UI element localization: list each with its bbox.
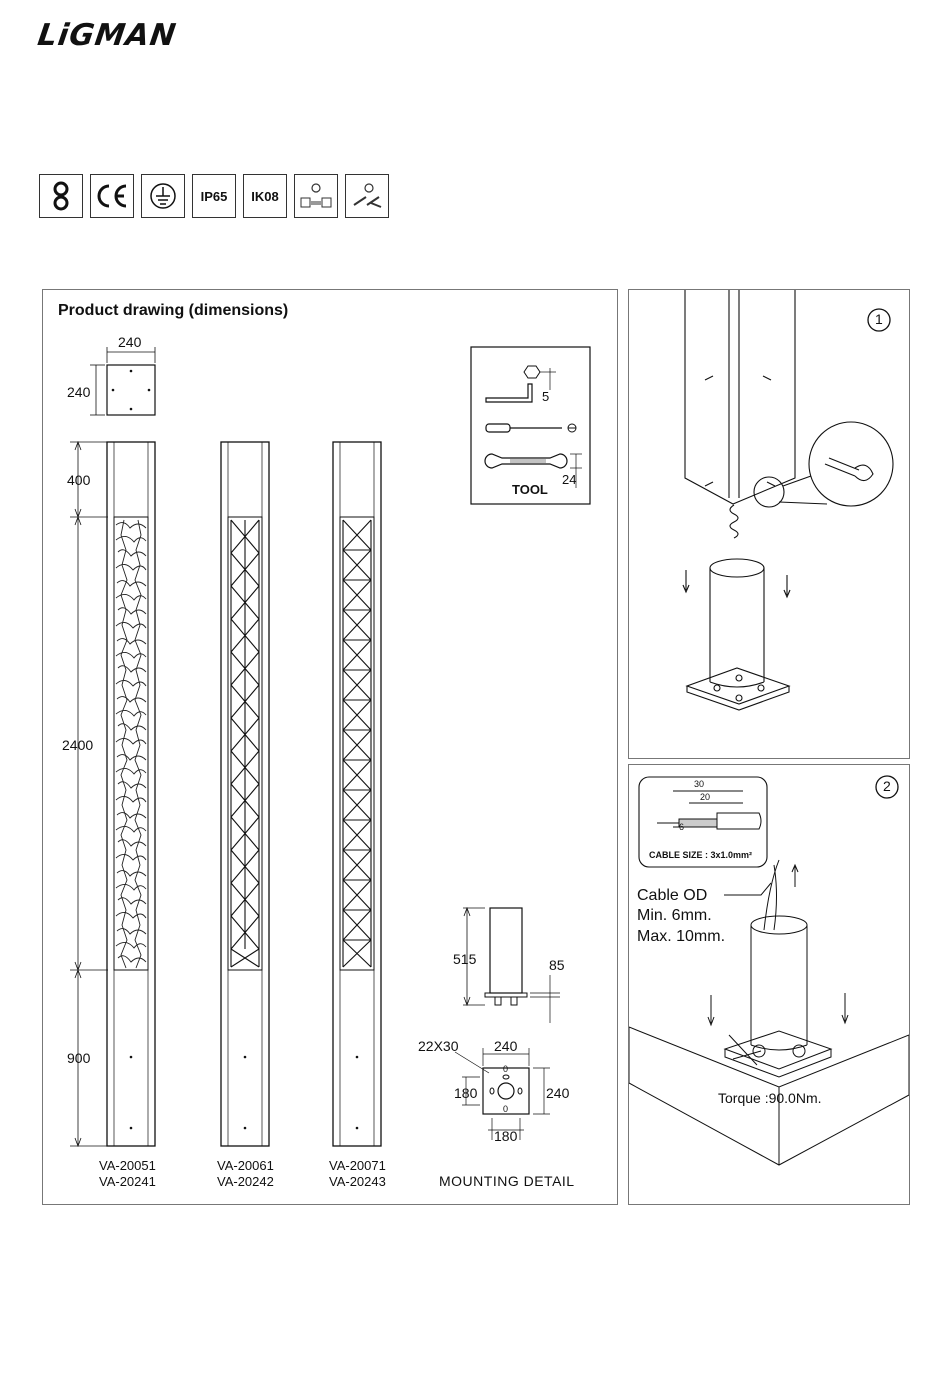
model-2-code-b: VA-20242 bbox=[217, 1174, 274, 1189]
step-1-number: 1 bbox=[875, 311, 883, 327]
brand-logo: LiGMAN bbox=[36, 18, 179, 53]
mounting-detail-title: MOUNTING DETAIL bbox=[439, 1173, 575, 1189]
earth-ground-icon bbox=[141, 174, 185, 218]
model-1-code-a: VA-20051 bbox=[99, 1158, 156, 1173]
tools-install-icon bbox=[345, 174, 389, 218]
step-2-illustration bbox=[629, 765, 909, 1204]
height-middle: 2400 bbox=[62, 737, 93, 753]
top-view-diagram bbox=[60, 335, 170, 425]
bollard-model-1 bbox=[104, 440, 160, 1150]
mounting-hole-top: 0 bbox=[503, 1064, 508, 1074]
height-dimension-line bbox=[68, 440, 108, 1150]
mounting-inner-width: 180 bbox=[494, 1128, 517, 1144]
height-top: 400 bbox=[67, 472, 90, 488]
cable-od-max: Max. 10mm. bbox=[637, 928, 725, 946]
model-1-code-b: VA-20241 bbox=[99, 1174, 156, 1189]
bollard-model-2 bbox=[218, 440, 274, 1150]
tool-label: TOOL bbox=[512, 482, 548, 497]
ce-mark-icon bbox=[90, 174, 134, 218]
strip-length-mid: 20 bbox=[700, 792, 710, 802]
top-view-depth: 240 bbox=[67, 384, 90, 400]
electrician-install-icon bbox=[294, 174, 338, 218]
bollard-model-3 bbox=[330, 440, 386, 1150]
strip-length-inner: 6 bbox=[679, 822, 684, 832]
mounting-hole-bottom: 0 bbox=[503, 1104, 508, 1114]
model-3-code-b: VA-20243 bbox=[329, 1174, 386, 1189]
mounting-inner-height: 180 bbox=[454, 1085, 477, 1101]
model-3-code-a: VA-20071 bbox=[329, 1158, 386, 1173]
hex-key-size: 5 bbox=[542, 389, 549, 404]
strip-length-total: 30 bbox=[694, 779, 704, 789]
base-height: 515 bbox=[453, 951, 476, 967]
top-view-width: 240 bbox=[118, 334, 141, 350]
mounting-outer-width: 240 bbox=[494, 1038, 517, 1054]
cable-od-label: Cable OD bbox=[637, 887, 707, 905]
drawing-title: Product drawing (dimensions) bbox=[58, 302, 288, 320]
base-plate-thickness: 85 bbox=[549, 957, 565, 973]
ik-rating-badge: IK08 bbox=[243, 174, 287, 218]
certification-badges: IP65 IK08 bbox=[39, 174, 389, 218]
model-2-code-a: VA-20061 bbox=[217, 1158, 274, 1173]
class-2-icon bbox=[39, 174, 83, 218]
wrench-size: 24 bbox=[562, 472, 576, 487]
cable-od-min: Min. 6mm. bbox=[637, 907, 712, 925]
step-1-illustration bbox=[629, 290, 909, 758]
height-bottom: 900 bbox=[67, 1050, 90, 1066]
mounting-slot-size: 22X30 bbox=[418, 1038, 458, 1054]
cable-size-label: CABLE SIZE : 3x1.0mm² bbox=[649, 850, 752, 860]
torque-label: Torque :90.0Nm. bbox=[718, 1090, 822, 1106]
screwdriver-icon bbox=[486, 424, 576, 432]
ip-rating-badge: IP65 bbox=[192, 174, 236, 218]
step-2-number: 2 bbox=[883, 778, 891, 794]
mounting-outer-height: 240 bbox=[546, 1085, 569, 1101]
